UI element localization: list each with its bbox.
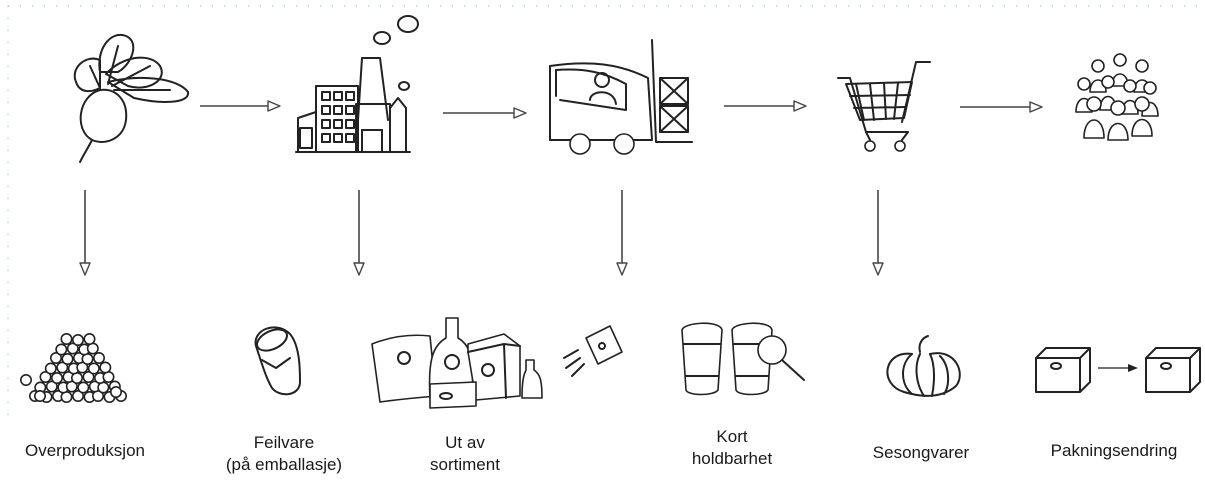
factory-icon (295, 15, 419, 153)
down-arrow-1 (79, 190, 91, 276)
assorted-products-icon (371, 317, 543, 409)
label-overproduksjon: Overproduksjon (10, 440, 160, 462)
produce-ball (77, 381, 90, 394)
dented-can-icon (254, 326, 301, 396)
produce-ball (87, 362, 100, 375)
produce-ball (33, 389, 46, 402)
produce-ball (19, 373, 32, 386)
produce-ball (60, 332, 73, 345)
label-feilvare: Feilvare (på emballasje) (198, 432, 370, 476)
label-line: Sesongvarer (872, 443, 970, 462)
label-sesongvarer: Sesongvarer (856, 442, 986, 464)
produce-ball (45, 380, 58, 393)
label-line: Pakningsendring (1050, 441, 1178, 460)
produce-ball (82, 370, 95, 383)
produce-ball (49, 351, 62, 364)
label-line: Kort (716, 427, 748, 446)
produce-ball (44, 362, 57, 375)
label-line: (på emballasje) (225, 455, 343, 474)
produce-ball (72, 389, 85, 402)
label-line: holdbarhet (691, 449, 773, 468)
produce-ball (61, 352, 74, 365)
label-kort-holdbarhet: Kort holdbarhet (672, 426, 792, 470)
down-arrow-3 (616, 190, 628, 276)
produce-pile-icon (19, 332, 128, 403)
produce-ball (72, 333, 85, 346)
label-line: Feilvare (253, 433, 315, 452)
down-arrow-4 (872, 190, 884, 276)
produce-ball (39, 370, 52, 383)
label-pakningsendring: Pakningsendring (1028, 440, 1200, 462)
flying-package-icon (563, 325, 623, 377)
produce-ball (83, 332, 96, 345)
label-line: Overproduksjon (24, 441, 145, 460)
produce-ball (93, 351, 106, 364)
produce-ball (56, 361, 69, 374)
people-group-icon (1075, 53, 1159, 141)
produce-ball (55, 343, 68, 356)
pumpkin-icon (886, 335, 961, 397)
label-line: Ut av (445, 433, 485, 452)
label-line: sortiment (430, 455, 500, 474)
cups-magnifier-icon (681, 322, 805, 396)
produce-ball (110, 385, 123, 398)
shopping-cart-icon (837, 61, 931, 152)
produce-ball (50, 371, 63, 384)
produce-ball (66, 342, 79, 355)
package-change-icon (1035, 347, 1201, 393)
flow-arrow-1 (200, 100, 281, 112)
flow-arrow-4 (960, 101, 1043, 113)
beetroot-icon (73, 33, 189, 163)
flow-arrow-2 (443, 107, 527, 119)
produce-ball (99, 361, 112, 374)
flow-arrow-3 (724, 100, 807, 112)
label-ut-av-sortiment: Ut av sortiment (400, 432, 530, 476)
down-arrow-2 (353, 190, 365, 276)
forklift-icon (549, 39, 693, 155)
